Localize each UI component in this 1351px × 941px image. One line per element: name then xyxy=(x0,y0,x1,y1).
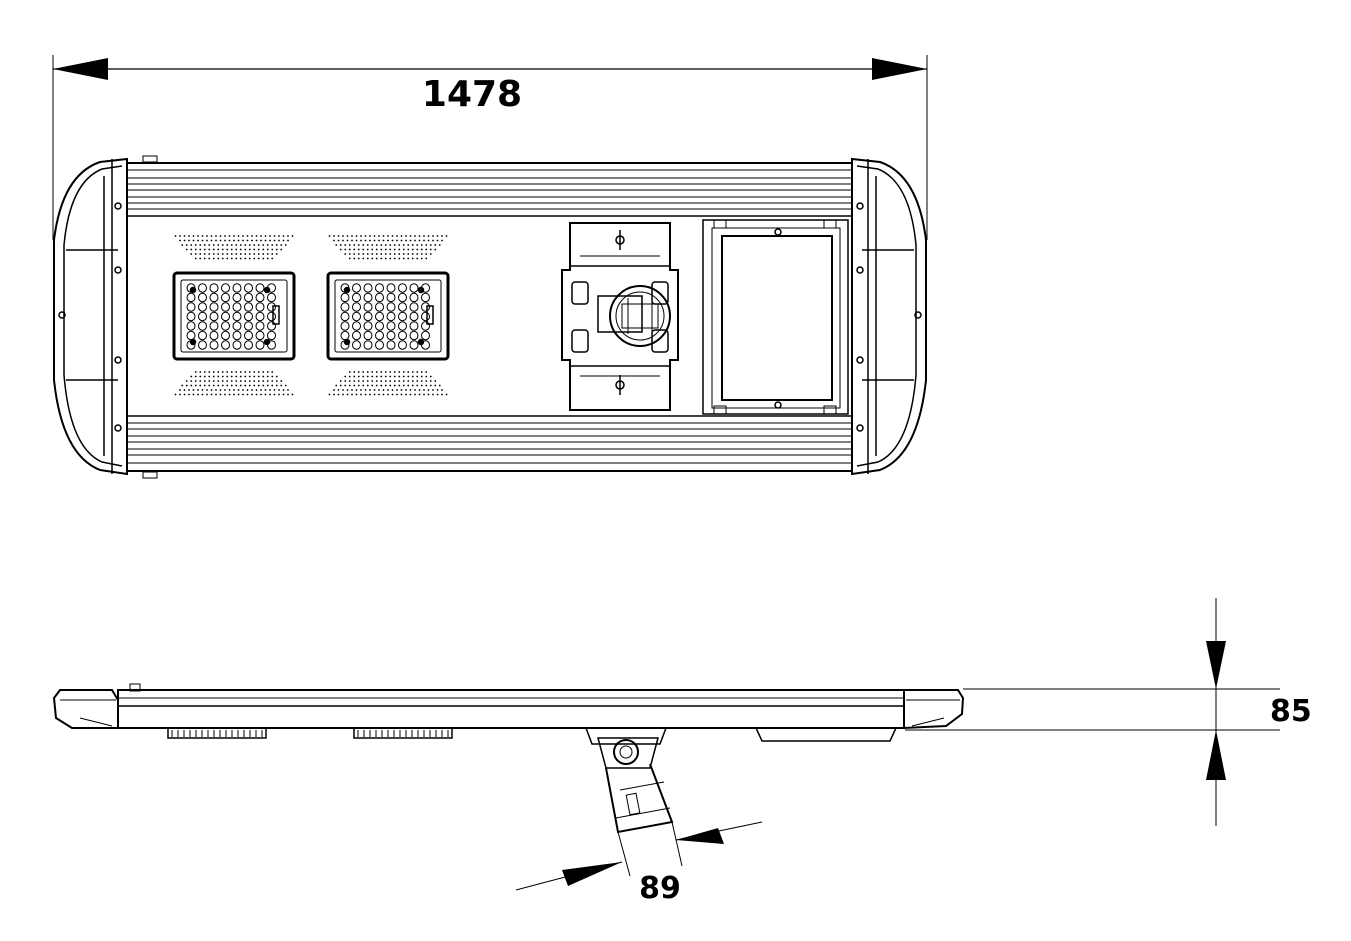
top-fins xyxy=(127,169,852,217)
bracket-dimension: 89 xyxy=(515,821,763,906)
vent-dots xyxy=(174,235,448,396)
side-bracket xyxy=(584,727,674,834)
height-dimension: 85 xyxy=(905,598,1312,826)
height-value: 85 xyxy=(1270,694,1312,729)
right-end-cap xyxy=(851,157,927,476)
led-module-2 xyxy=(326,271,450,361)
length-dimension: 1478 xyxy=(52,55,928,240)
battery-box xyxy=(702,219,849,415)
led-module-1 xyxy=(172,271,296,361)
bottom-fins xyxy=(127,415,852,464)
left-end-cap xyxy=(53,157,128,476)
bracket-value: 89 xyxy=(639,871,681,906)
side-view xyxy=(52,683,965,834)
top-view xyxy=(53,155,927,479)
mounting-bracket xyxy=(561,222,679,411)
length-value: 1478 xyxy=(422,74,522,115)
